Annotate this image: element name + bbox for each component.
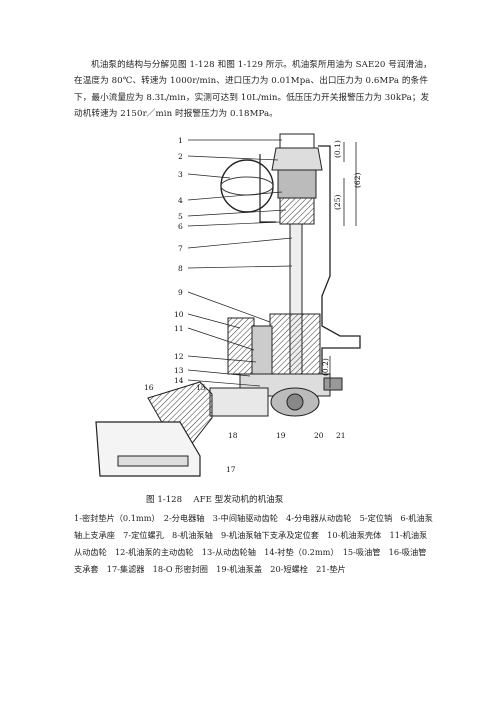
callout: 21 bbox=[336, 431, 346, 440]
callout: 11 bbox=[174, 324, 184, 333]
callout: 16 bbox=[144, 383, 154, 392]
dim-label: (62) bbox=[353, 173, 362, 188]
callout: 7 bbox=[178, 244, 183, 253]
callout: 1 bbox=[178, 136, 183, 145]
intro-paragraph: 机油泵的结构与分解见图 1-128 和图 1-129 所示。机油泵所用油为 SA… bbox=[74, 60, 432, 120]
dim-label: (25) bbox=[333, 195, 342, 210]
callout: 13 bbox=[174, 366, 184, 375]
callout: 10 bbox=[174, 310, 184, 319]
callout: 5 bbox=[178, 212, 183, 221]
figure-legend: 1-密封垫片（0.1mm） 2-分电器轴 3-中间轴驱动齿轮 4-分电器从动齿轮… bbox=[74, 513, 433, 574]
callout: 4 bbox=[178, 196, 183, 205]
callout: 3 bbox=[178, 170, 183, 179]
figure-caption: 图 1-128 AFE 型发动机的机油泵 bbox=[146, 495, 284, 505]
oil-pump-figure: (0.1) (62) (25) (0.2) 1 2 3 4 bbox=[90, 126, 420, 486]
callout: 17 bbox=[226, 465, 236, 474]
callout: 15 bbox=[196, 383, 206, 392]
callout: 6 bbox=[178, 222, 183, 231]
callout: 2 bbox=[178, 152, 183, 161]
dimension-labels: (0.1) (62) (25) (0.2) bbox=[321, 140, 362, 376]
callout-labels: 1 2 3 4 5 6 7 8 9 10 11 12 13 14 15 16 1… bbox=[144, 136, 346, 474]
oil-pump-drawing: (0.1) (62) (25) (0.2) 1 2 3 4 bbox=[95, 133, 362, 477]
callout: 19 bbox=[276, 431, 286, 440]
callout: 20 bbox=[314, 431, 324, 440]
callout: 9 bbox=[178, 288, 183, 297]
callout: 8 bbox=[178, 264, 183, 273]
callout: 12 bbox=[174, 352, 184, 361]
callout: 14 bbox=[174, 376, 184, 385]
callout: 18 bbox=[228, 431, 238, 440]
dim-label: (0.2) bbox=[321, 358, 330, 376]
dim-label: (0.1) bbox=[333, 140, 342, 158]
